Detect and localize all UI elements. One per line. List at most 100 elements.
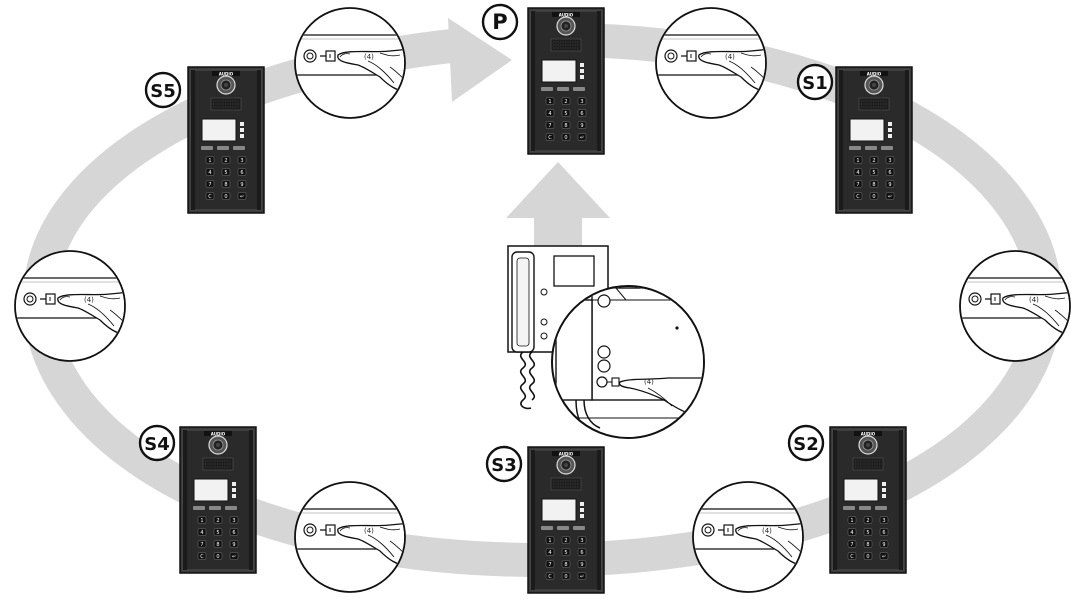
keypad-key: C [850,554,854,560]
keypad-key: 1 [850,518,853,524]
keypad-key: 4 [208,170,211,176]
keypad-key: 8 [216,542,219,548]
keypad-key: 7 [208,182,211,188]
keypad-key: C [548,135,552,141]
zoom-before-s3: (4) [688,482,808,592]
keypad-key: 4 [850,530,853,536]
keypad-key: 2 [564,538,567,544]
keypad-key: ↵ [580,135,584,141]
keypad-key: 0 [224,194,227,200]
badge-s1: S1 [796,63,834,101]
zoom-before-s4: (4) [290,482,410,592]
button-label: (4) [364,53,374,61]
keypad-key: 1 [548,99,551,105]
keypad-key: 1 [548,538,551,544]
keypad-key: 4 [548,111,551,117]
keypad-key: 5 [564,550,567,556]
monitor-button-label: (4) [644,378,654,386]
keypad-key: ↵ [240,194,244,200]
keypad-key: 0 [564,135,567,141]
badge-s5: S5 [144,71,182,109]
badge-label: S5 [150,81,176,102]
keypad-key: 0 [216,554,219,560]
keypad-key: 7 [856,182,859,188]
keypad-key: 4 [856,170,859,176]
keypad-key: 1 [208,158,211,164]
zoom-before-p: (4) [290,8,410,118]
keypad-key: 2 [872,158,875,164]
badge-s4: S4 [138,424,176,462]
badge-label: S2 [793,434,819,455]
keypad-key: 6 [240,170,243,176]
keypad-key: 9 [232,542,235,548]
button-label: (4) [1029,296,1039,304]
keypad-key: C [200,554,204,560]
keypad-key: 8 [872,182,875,188]
badge-label: S4 [144,434,170,455]
panel-brand: AUDIO [861,431,876,436]
keypad-key: ↵ [580,574,584,580]
keypad-key: 7 [548,562,551,568]
keypad-key: 2 [216,518,219,524]
keypad-key: 1 [200,518,203,524]
keypad-key: 5 [216,530,219,536]
keypad-key: 5 [564,111,567,117]
button-label: (4) [762,527,772,535]
keypad-key: 7 [200,542,203,548]
button-label: (4) [725,53,735,61]
keypad-key: 5 [872,170,875,176]
keypad-key: ↵ [888,194,892,200]
keypad-key: 6 [882,530,885,536]
keypad-key: 2 [564,99,567,105]
monitor-to-master-arrow [506,162,610,257]
keypad-key: 3 [232,518,235,524]
button-label: (4) [364,527,374,535]
keypad-key: 6 [232,530,235,536]
panel-brand: AUDIO [559,12,574,17]
badge-label: S1 [802,73,828,94]
keypad-key: 5 [224,170,227,176]
panel-brand: AUDIO [211,431,226,436]
keypad-key: 3 [580,99,583,105]
panel-brand: AUDIO [867,71,882,76]
keypad-key: C [548,574,552,580]
badge-p: P [481,3,519,41]
keypad-key: 2 [224,158,227,164]
keypad-key: 5 [866,530,869,536]
keypad-key: 7 [548,123,551,129]
keypad-key: 6 [888,170,891,176]
keypad-key: 9 [888,182,891,188]
keypad-key: 7 [850,542,853,548]
keypad-key: 3 [882,518,885,524]
keypad-key: 3 [580,538,583,544]
badge-s3: S3 [485,445,523,483]
keypad-key: 4 [200,530,203,536]
keypad-key: 9 [580,123,583,129]
keypad-key: 3 [888,158,891,164]
keypad-key: 3 [240,158,243,164]
keypad-key: 0 [872,194,875,200]
keypad-key: 1 [856,158,859,164]
zoom-before-s1: (4) [651,8,771,118]
keypad-key: 8 [224,182,227,188]
badge-s2: S2 [787,424,825,462]
zoom-bubbles: (4) (4) (4) (4) (4) (4) [10,8,1071,592]
zoom-before-s5: (4) [10,251,130,361]
button-label: (4) [84,296,94,304]
keypad-key: 8 [866,542,869,548]
monitor-zoom-bubble: (4) [551,285,705,439]
keypad-key: 2 [866,518,869,524]
keypad-key: 9 [240,182,243,188]
keypad-key: 8 [564,123,567,129]
badge-label: P [492,10,507,34]
keypad-key: 8 [564,562,567,568]
